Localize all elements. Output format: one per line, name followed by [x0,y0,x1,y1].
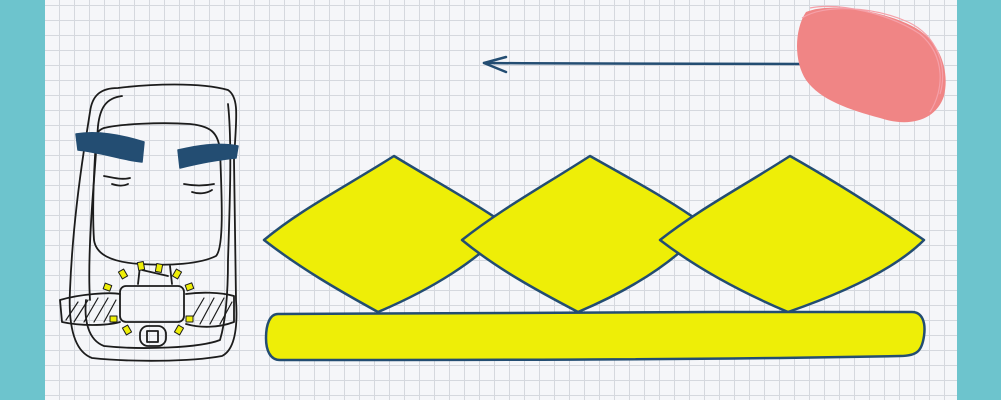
right-eye [183,183,215,195]
character-outer-body [68,83,238,362]
chest-button-inner [146,330,159,343]
left-eyebrow [75,131,145,163]
pink-blob-icon [797,5,946,123]
pencil-robot-character-icon [59,83,239,362]
right-arm-hatching [189,297,233,325]
sparkle-marks [102,261,195,336]
yellow-diamond-shape [658,154,926,314]
right-eyebrow [177,143,239,169]
character-arms [59,291,235,328]
yellow-bar-shape [264,310,926,362]
left-arm-hatching [65,297,117,323]
yellow-diamond-shapes [262,154,926,314]
character-face-screen [92,122,223,266]
left-arrow-icon [482,55,810,74]
chest-button [139,325,167,347]
left-eye [103,175,131,187]
chest-panel [119,285,185,323]
